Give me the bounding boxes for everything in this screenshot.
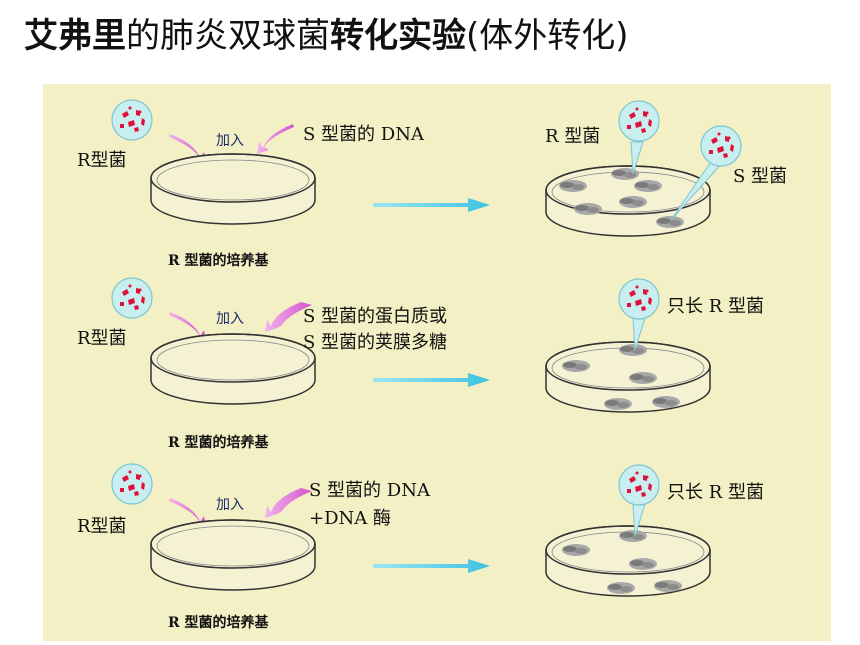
- add-label: 加入: [216, 311, 244, 327]
- add-label: 加入: [216, 497, 244, 513]
- colony-icon: [654, 580, 682, 592]
- additive-label: S 型菌的 DNA: [303, 124, 424, 145]
- bacteria-bubble-icon: [111, 99, 153, 141]
- title-part-4: (体外转化): [466, 16, 629, 56]
- row-2: [111, 277, 711, 413]
- bacteria-bubble-icon: [618, 278, 660, 320]
- medium-label: R 型菌的培养基: [168, 615, 269, 631]
- page-title: 艾弗里的肺炎双球菌转化实验(体外转化): [24, 8, 844, 64]
- bacteria-label: R型菌: [77, 150, 127, 171]
- colony-icon: [607, 582, 635, 594]
- result-label: 只长 R 型菌: [667, 482, 764, 503]
- title-part-1: 艾弗里: [24, 16, 126, 56]
- title-part-2: 的肺炎双球菌: [126, 16, 330, 56]
- row-3: [111, 463, 711, 597]
- pink-arrow-icon: [257, 124, 294, 154]
- result-label-s: S 型菌: [733, 166, 788, 187]
- additive-label-line-2: S 型菌的荚膜多糖: [303, 332, 448, 353]
- result-label: 只长 R 型菌: [667, 296, 764, 317]
- colony-icon: [559, 180, 587, 192]
- additive-label-line-1: S 型菌的蛋白质或: [303, 306, 448, 327]
- medium-label: R 型菌的培养基: [168, 253, 269, 269]
- add-label: 加入: [216, 133, 244, 149]
- colony-icon: [634, 180, 662, 192]
- colony-icon: [619, 344, 647, 356]
- bacteria-bubble-icon: [618, 464, 660, 506]
- colony-icon: [652, 396, 680, 408]
- additive-label-line-2: +DNA 酶: [309, 508, 391, 529]
- pink-arrow-icon: [265, 488, 312, 518]
- colony-icon: [619, 530, 647, 542]
- cyan-arrow-icon: [373, 373, 490, 387]
- colony-icon: [562, 360, 590, 372]
- bacteria-label: R型菌: [77, 516, 127, 537]
- pink-arrow-icon: [265, 302, 312, 332]
- colony-icon: [656, 216, 684, 228]
- bacteria-bubble-icon: [700, 125, 742, 167]
- cyan-arrow-icon: [373, 559, 490, 573]
- petri-dish-icon: [150, 519, 316, 591]
- colony-icon: [629, 558, 657, 570]
- medium-label: R 型菌的培养基: [168, 435, 269, 451]
- petri-dish-icon: [150, 153, 316, 225]
- title-part-3: 转化实验: [330, 16, 466, 56]
- result-label: R 型菌: [545, 126, 601, 147]
- colony-icon: [619, 196, 647, 208]
- cyan-arrow-icon: [373, 198, 490, 212]
- row-1: [111, 99, 742, 237]
- petri-dish-icon: [150, 333, 316, 405]
- bacteria-label: R型菌: [77, 328, 127, 349]
- experiment-panel: R型菌 加入 S 型菌的 DNA R 型菌的培养基 R 型菌 S 型菌 R型菌 …: [43, 84, 831, 641]
- colony-icon: [562, 544, 590, 556]
- additive-label-line-1: S 型菌的 DNA: [309, 480, 430, 501]
- bacteria-bubble-icon: [111, 277, 153, 319]
- colony-icon: [574, 203, 602, 215]
- bacteria-bubble-icon: [111, 463, 153, 505]
- diagram-graphics: [111, 99, 742, 597]
- colony-icon: [629, 372, 657, 384]
- bacteria-bubble-icon: [618, 100, 660, 142]
- colony-icon: [604, 398, 632, 410]
